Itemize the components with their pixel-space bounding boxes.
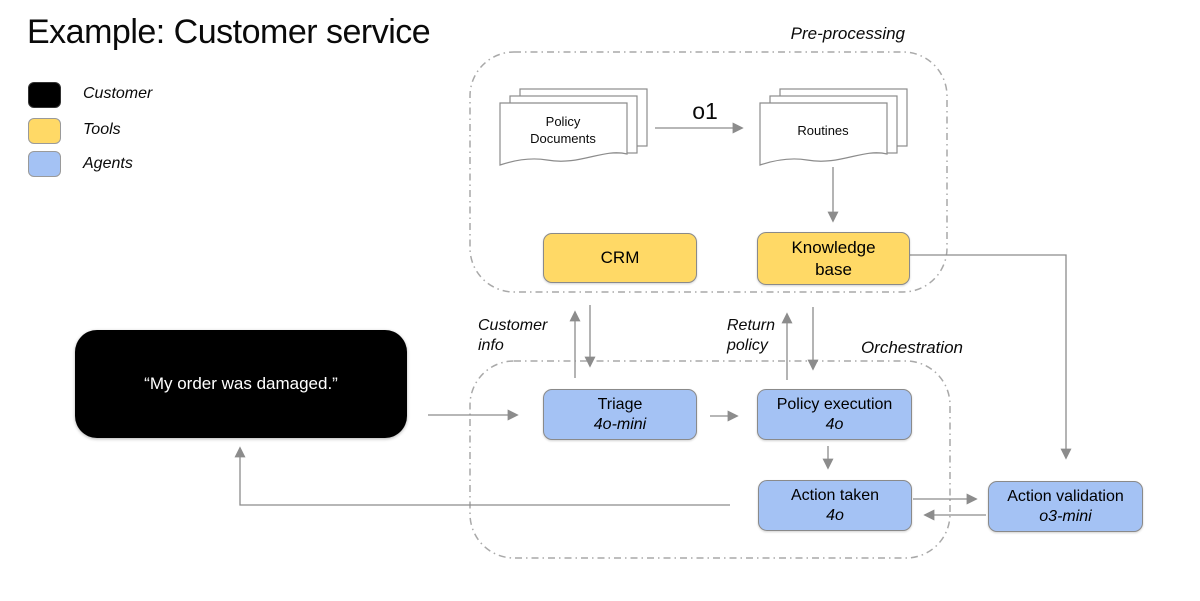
- legend-swatch-tools: [28, 118, 61, 144]
- orchestration-label: Orchestration: [860, 338, 963, 357]
- return-policy-flow-label: Return policy: [727, 317, 776, 354]
- preprocessing-label: Pre-processing: [790, 24, 905, 43]
- arrow-knowledgebase-to-actionvalidation: [910, 254, 1072, 460]
- knowledge-base-node: Knowledge base: [757, 232, 910, 285]
- policy-execution-agent-node: Policy execution 4o: [757, 389, 912, 440]
- triage-agent-name: Triage: [597, 395, 643, 413]
- legend-label-agents: Agents: [83, 155, 133, 172]
- action-validation-agent-name: Action validation: [1007, 487, 1124, 505]
- arrow-actiontaken-to-customer: [234, 446, 730, 506]
- policy-documents-icon: [499, 88, 648, 166]
- customer-info-flow-label: Customer info: [478, 317, 548, 354]
- action-validation-agent-node: Action validation o3-mini: [988, 481, 1143, 532]
- legend-label-customer: Customer: [83, 85, 153, 102]
- orchestration-container: [469, 360, 951, 559]
- routines-label: Routines: [797, 123, 849, 138]
- action-taken-agent-name: Action taken: [790, 486, 880, 504]
- legend: Customer Tools Agents: [28, 82, 208, 177]
- triage-agent-node: Triage 4o-mini: [543, 389, 697, 440]
- action-taken-agent-node: Action taken 4o: [758, 480, 912, 531]
- o1-model-label: o1: [692, 98, 718, 124]
- policy-documents-label: Policy Documents: [530, 114, 596, 146]
- legend-swatch-customer: [28, 82, 61, 108]
- policy-execution-agent-name: Policy execution: [776, 395, 893, 413]
- action-validation-agent-model: o3-mini: [1039, 507, 1092, 525]
- knowledge-base-label: Knowledge base: [791, 238, 876, 279]
- legend-swatch-agents: [28, 151, 61, 177]
- routines-icon: [759, 88, 908, 166]
- crm-node: CRM: [543, 233, 697, 283]
- crm-label: CRM: [600, 248, 640, 268]
- triage-agent-model: 4o-mini: [593, 415, 647, 433]
- preprocessing-container: [469, 51, 948, 293]
- policy-execution-agent-model: 4o: [825, 415, 844, 433]
- legend-label-tools: Tools: [83, 121, 121, 138]
- page-title: Example: Customer service: [27, 13, 431, 51]
- action-taken-agent-model: 4o: [826, 506, 844, 524]
- customer-message: “My order was damaged.”: [144, 374, 338, 393]
- customer-message-box: “My order was damaged.”: [75, 330, 407, 438]
